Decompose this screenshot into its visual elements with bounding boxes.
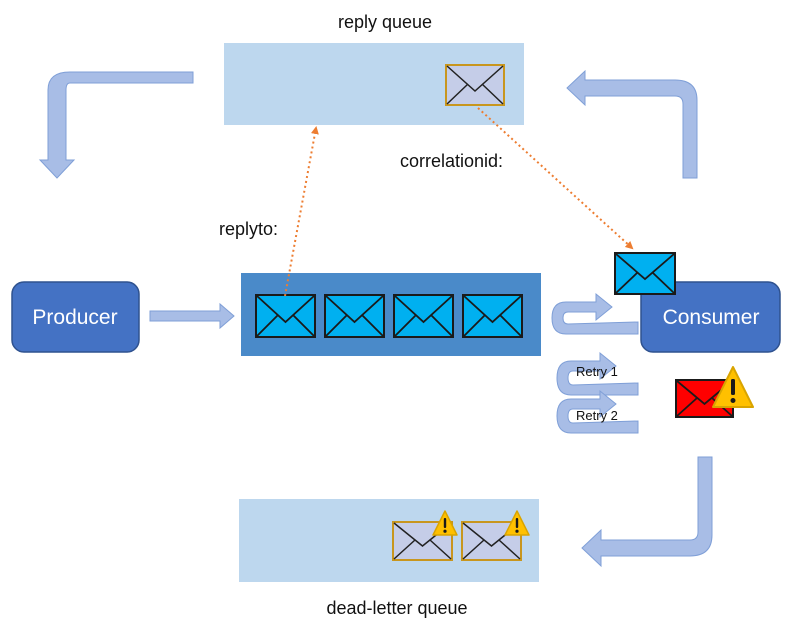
producer-label: Producer bbox=[32, 306, 117, 329]
warning-icon bbox=[712, 366, 754, 408]
reply-envelope-icon bbox=[445, 64, 505, 106]
correlationid-label: correlationid: bbox=[400, 151, 503, 171]
correlationid-dotted-arrow bbox=[477, 107, 634, 250]
reply-queue-label: reply queue bbox=[338, 12, 432, 32]
queue-envelope-icon bbox=[462, 294, 523, 338]
replyto-dotted-arrow bbox=[284, 126, 319, 297]
retry-1-arrow bbox=[556, 351, 639, 396]
retry-2-arrow bbox=[556, 389, 639, 434]
producer-box bbox=[11, 281, 140, 353]
consumer-to-deadletter-arrow bbox=[581, 456, 713, 568]
consumer-to-reply-arrow bbox=[566, 69, 698, 179]
replyto-label: replyto: bbox=[219, 219, 278, 239]
queue-envelope-icon bbox=[393, 294, 454, 338]
retry-2-label: Retry 2 bbox=[576, 408, 618, 423]
queue-envelope-icon bbox=[324, 294, 385, 338]
retry-1-label: Retry 1 bbox=[576, 364, 618, 379]
consume-uturn-arrow bbox=[551, 292, 639, 335]
queue-envelope-icon bbox=[255, 294, 316, 338]
producer-to-queue-arrow bbox=[149, 302, 235, 330]
consumer-box bbox=[640, 281, 781, 353]
dead-letter-queue-label: dead-letter queue bbox=[326, 598, 467, 618]
consumer-label: Consumer bbox=[663, 306, 760, 329]
warning-icon bbox=[504, 510, 530, 536]
warning-icon bbox=[432, 510, 458, 536]
reply-to-producer-arrow bbox=[38, 71, 194, 179]
consumed-envelope-icon bbox=[614, 252, 676, 295]
